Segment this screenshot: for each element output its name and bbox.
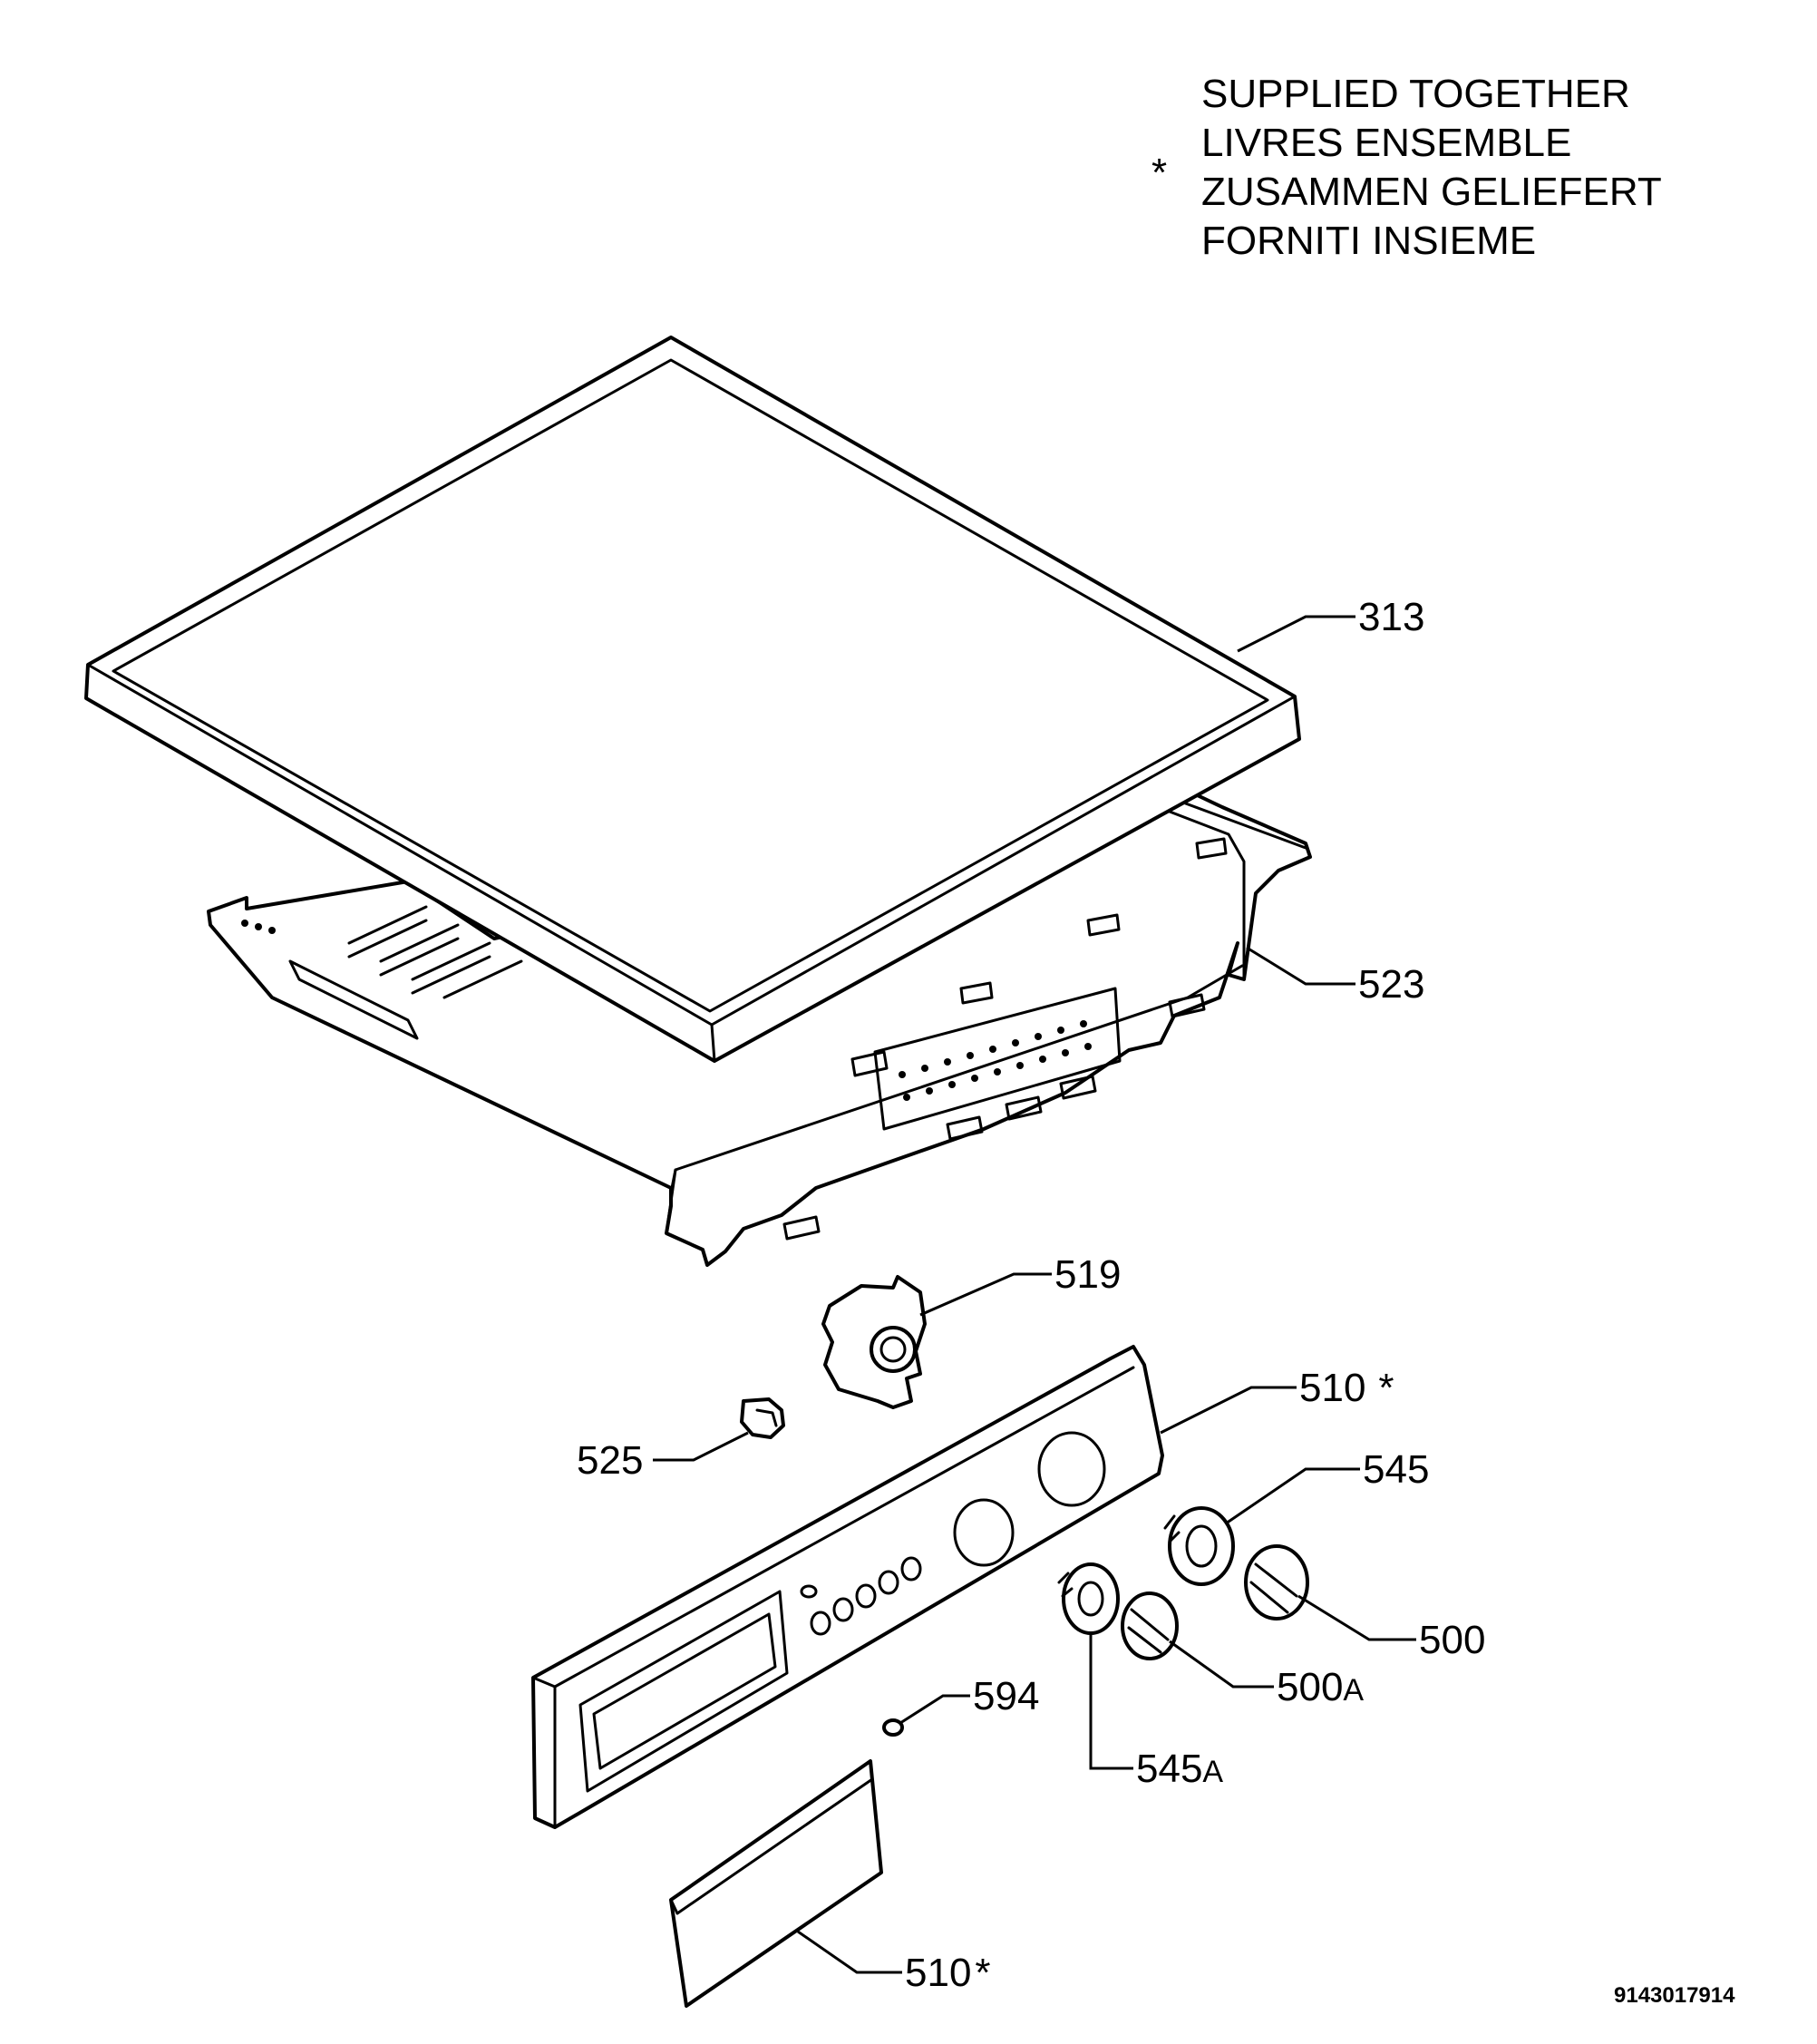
part-545-switch <box>1163 1506 1235 1586</box>
callout-525: 525 <box>577 1438 643 1483</box>
part-500a-knob <box>1121 1591 1179 1660</box>
callout-519: 519 <box>1054 1252 1121 1297</box>
part-594-clip <box>882 1718 904 1737</box>
leader-510-drawer <box>797 1930 902 1974</box>
callout-523: 523 <box>1358 962 1424 1007</box>
legend-asterisk: * <box>1151 151 1167 195</box>
leader-500 <box>1297 1594 1416 1641</box>
legend-line-it: FORNITI INSIEME <box>1201 219 1536 263</box>
part-313-top-panel <box>84 336 1301 1063</box>
callout-labels: 313 523 519 510* 525 545 500 500A 594 54… <box>577 595 1485 1995</box>
leader-510-panel <box>1160 1386 1297 1435</box>
leader-545 <box>1225 1467 1360 1525</box>
part-545a-switch <box>1057 1562 1120 1635</box>
part-500-knob <box>1244 1544 1309 1621</box>
leader-545a <box>1089 1632 1133 1770</box>
leader-500a <box>1169 1640 1274 1689</box>
leader-523 <box>1246 946 1355 986</box>
callout-313: 313 <box>1358 595 1424 639</box>
callout-510-panel: 510* <box>1299 1366 1394 1410</box>
callout-594: 594 <box>973 1674 1039 1718</box>
legend-line-de: ZUSAMMEN GELIEFERT <box>1201 170 1662 214</box>
legend: * SUPPLIED TOGETHER LIVRES ENSEMBLE ZUSA… <box>1151 72 1662 263</box>
frame-vent-holes <box>899 1020 1092 1101</box>
leader-525 <box>653 1431 749 1462</box>
leader-lines <box>653 615 1416 1974</box>
part-510-drawer-front <box>669 1759 883 2008</box>
leader-594 <box>899 1694 970 1725</box>
legend-line-en: SUPPLIED TOGETHER <box>1201 72 1630 116</box>
part-510-control-panel <box>531 1345 1164 1829</box>
callout-500a: 500A <box>1277 1665 1364 1709</box>
document-id: 9143017914 <box>1614 1983 1735 2008</box>
leader-313 <box>1237 615 1355 653</box>
callout-510-drawer: 510* <box>905 1951 991 1995</box>
callout-545a: 545A <box>1136 1747 1223 1791</box>
leader-519 <box>919 1272 1052 1317</box>
part-519-bracket <box>821 1275 927 1409</box>
part-525-plug <box>740 1397 785 1439</box>
callout-545: 545 <box>1363 1447 1429 1492</box>
callout-500: 500 <box>1419 1618 1485 1662</box>
legend-line-fr: LIVRES ENSEMBLE <box>1201 121 1571 165</box>
